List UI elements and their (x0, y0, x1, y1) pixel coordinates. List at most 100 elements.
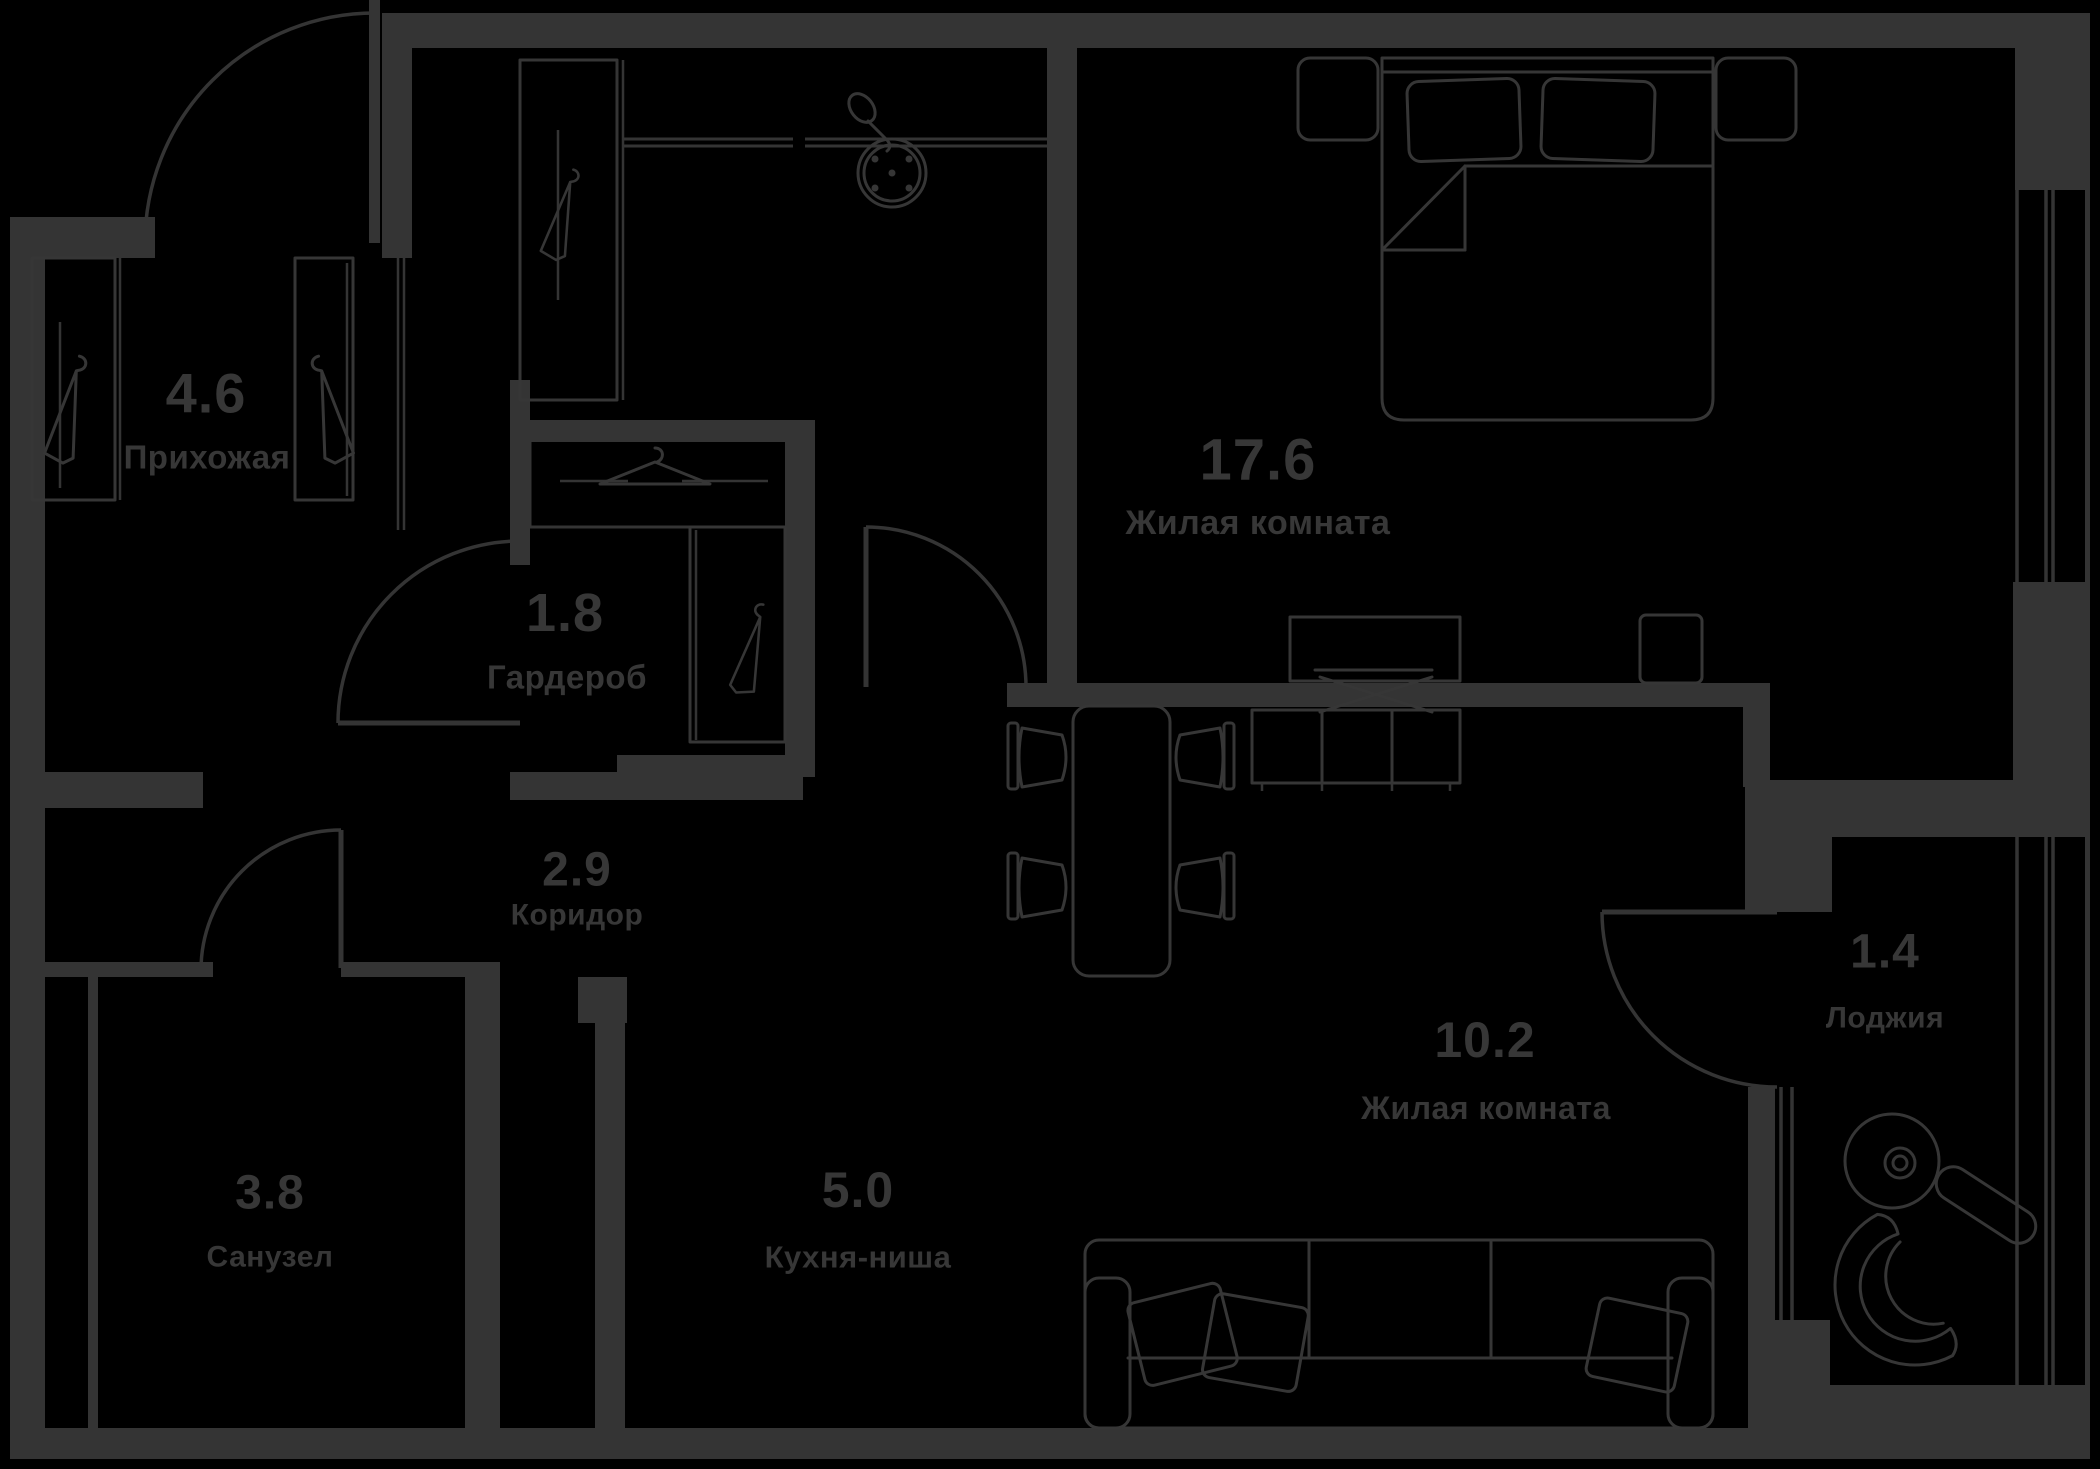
shower-drain-icon (856, 137, 928, 209)
chair-icon (1006, 851, 1068, 921)
chair-icon (1174, 851, 1236, 921)
side-box (1638, 613, 1704, 685)
loggia-window (2015, 837, 2090, 1385)
label-kitchen: 5.0 Кухня-ниша (765, 1162, 952, 1275)
label-bathroom: 3.8 Санузел (207, 1167, 334, 1274)
wall-wardrobe-left-stub (510, 380, 530, 565)
wardrobe-closet (688, 525, 787, 744)
wall-right-top (2015, 48, 2090, 190)
label-living-17: 17.6 Жилая комната (1125, 428, 1392, 543)
windows (623, 137, 2090, 1385)
sofa-armrest (1083, 1276, 1132, 1430)
loggia-area: 1.4 (1850, 926, 1920, 979)
bathroom-area: 3.8 (235, 1167, 305, 1220)
sofa-armrest (1666, 1276, 1715, 1430)
doors (143, 0, 1778, 1089)
bathroom-door (199, 828, 344, 971)
hallway-corridor-door (336, 539, 521, 726)
hanger-icon (728, 603, 765, 694)
entrance-door-arc (143, 11, 376, 244)
wall-right-mid (2013, 582, 2090, 837)
loggia-name: Лоджия (1826, 1002, 1944, 1035)
pillow-icon (1126, 1281, 1239, 1387)
wall-loggia-bottom (1830, 1385, 2090, 1459)
hanger-icon (43, 354, 88, 465)
living10-name: Жилая комната (1360, 1090, 1611, 1126)
entrance-door (143, 0, 380, 244)
blanket-fold (1380, 164, 1715, 252)
wall-shelf (1288, 615, 1462, 683)
kitchen-name: Кухня-ниша (765, 1240, 952, 1275)
pillow-icon (1584, 1296, 1690, 1394)
label-hallway: 4.6 Прихожая (124, 362, 291, 476)
dining-table (1071, 704, 1172, 978)
dining-set (1006, 704, 1236, 978)
loggia-furniture (1833, 1112, 2038, 1367)
furniture (30, 56, 2038, 1430)
wardrobe-area: 1.8 (526, 583, 604, 643)
corridor-area: 2.9 (542, 844, 612, 897)
bathroom-name: Санузел (207, 1241, 334, 1274)
round-table-icon (1843, 1112, 1941, 1210)
wall-divider-connector (1743, 707, 1770, 787)
wall-bath-right (465, 962, 500, 1428)
bedroom-window (2015, 190, 2090, 582)
living17-area: 17.6 (1200, 428, 1317, 493)
label-wardrobe: 1.8 Гардероб (487, 583, 647, 696)
wall-wardrobe-bottom-a (510, 772, 620, 800)
kitchen-area: 5.0 (822, 1162, 895, 1218)
pillow-icon (1405, 76, 1523, 164)
wall-left-outer (10, 217, 45, 1459)
nightstand-icon (1714, 56, 1798, 142)
label-loggia: 1.4 Лоджия (1826, 926, 1944, 1035)
wall-bath-top-right (341, 962, 500, 977)
hallway-closet-right (293, 256, 355, 502)
loggia-chair-icon (1833, 1212, 1958, 1367)
wall-wardrobe-bottom-b (617, 755, 803, 800)
loggia-door (1600, 909, 1778, 1089)
shower-glass-partition (623, 137, 1047, 148)
hanger-icon (539, 168, 580, 262)
wall-bath-top-left (10, 962, 213, 977)
room-labels: 4.6 Прихожая 1.8 Гардероб 2.9 Коридор 3.… (124, 362, 1944, 1275)
hallway-closet-left (30, 256, 122, 502)
walls (10, 13, 2090, 1459)
wall-room-divider (1007, 683, 1770, 707)
wall-entrance-stub (382, 13, 412, 258)
chair-icon (1174, 721, 1236, 791)
label-living-10: 10.2 Жилая комната (1360, 1012, 1611, 1126)
nightstand-icon (1296, 56, 1380, 142)
hanger-icon (310, 354, 355, 465)
wall-kitchen-stub (578, 977, 627, 1023)
wall-loggia-corner (1745, 837, 1832, 912)
bedroom-door (863, 525, 1028, 688)
entrance-door-leaf (369, 0, 380, 243)
wall-kitchen-left (595, 1023, 625, 1428)
wall-wardrobe-top (530, 420, 803, 442)
living10-area: 10.2 (1434, 1012, 1535, 1068)
wall-bottom-main (10, 1428, 1830, 1459)
shower-area (847, 92, 928, 209)
dressing-closet (518, 58, 625, 402)
hanger-icon (598, 446, 712, 486)
wardrobe-name: Гардероб (487, 659, 647, 696)
hallway-name: Прихожая (124, 439, 291, 476)
wardrobe-interior (396, 258, 787, 744)
living17-name: Жилая комната (1125, 504, 1392, 542)
loggia-partition-glazing (1779, 1087, 1794, 1320)
wall-bedroom-left (1047, 48, 1077, 687)
hallway-area: 4.6 (166, 362, 247, 425)
dresser-icon (1250, 708, 1462, 791)
sofa-icon (1083, 1238, 1715, 1430)
wall-bath-left-thin (88, 975, 98, 1428)
loggia-chair-back (1934, 1165, 2038, 1245)
wall-loggia-partition (1748, 1087, 1775, 1320)
wall-hall-corridor (10, 772, 203, 808)
corridor-name: Коридор (511, 899, 644, 932)
pillow-icon (1201, 1292, 1310, 1393)
wall-wardrobe-right (785, 420, 815, 777)
bed (1380, 56, 1715, 422)
tv-dresser-unit (1250, 613, 1704, 791)
chair-icon (1006, 721, 1068, 791)
wall-top (382, 13, 2090, 48)
